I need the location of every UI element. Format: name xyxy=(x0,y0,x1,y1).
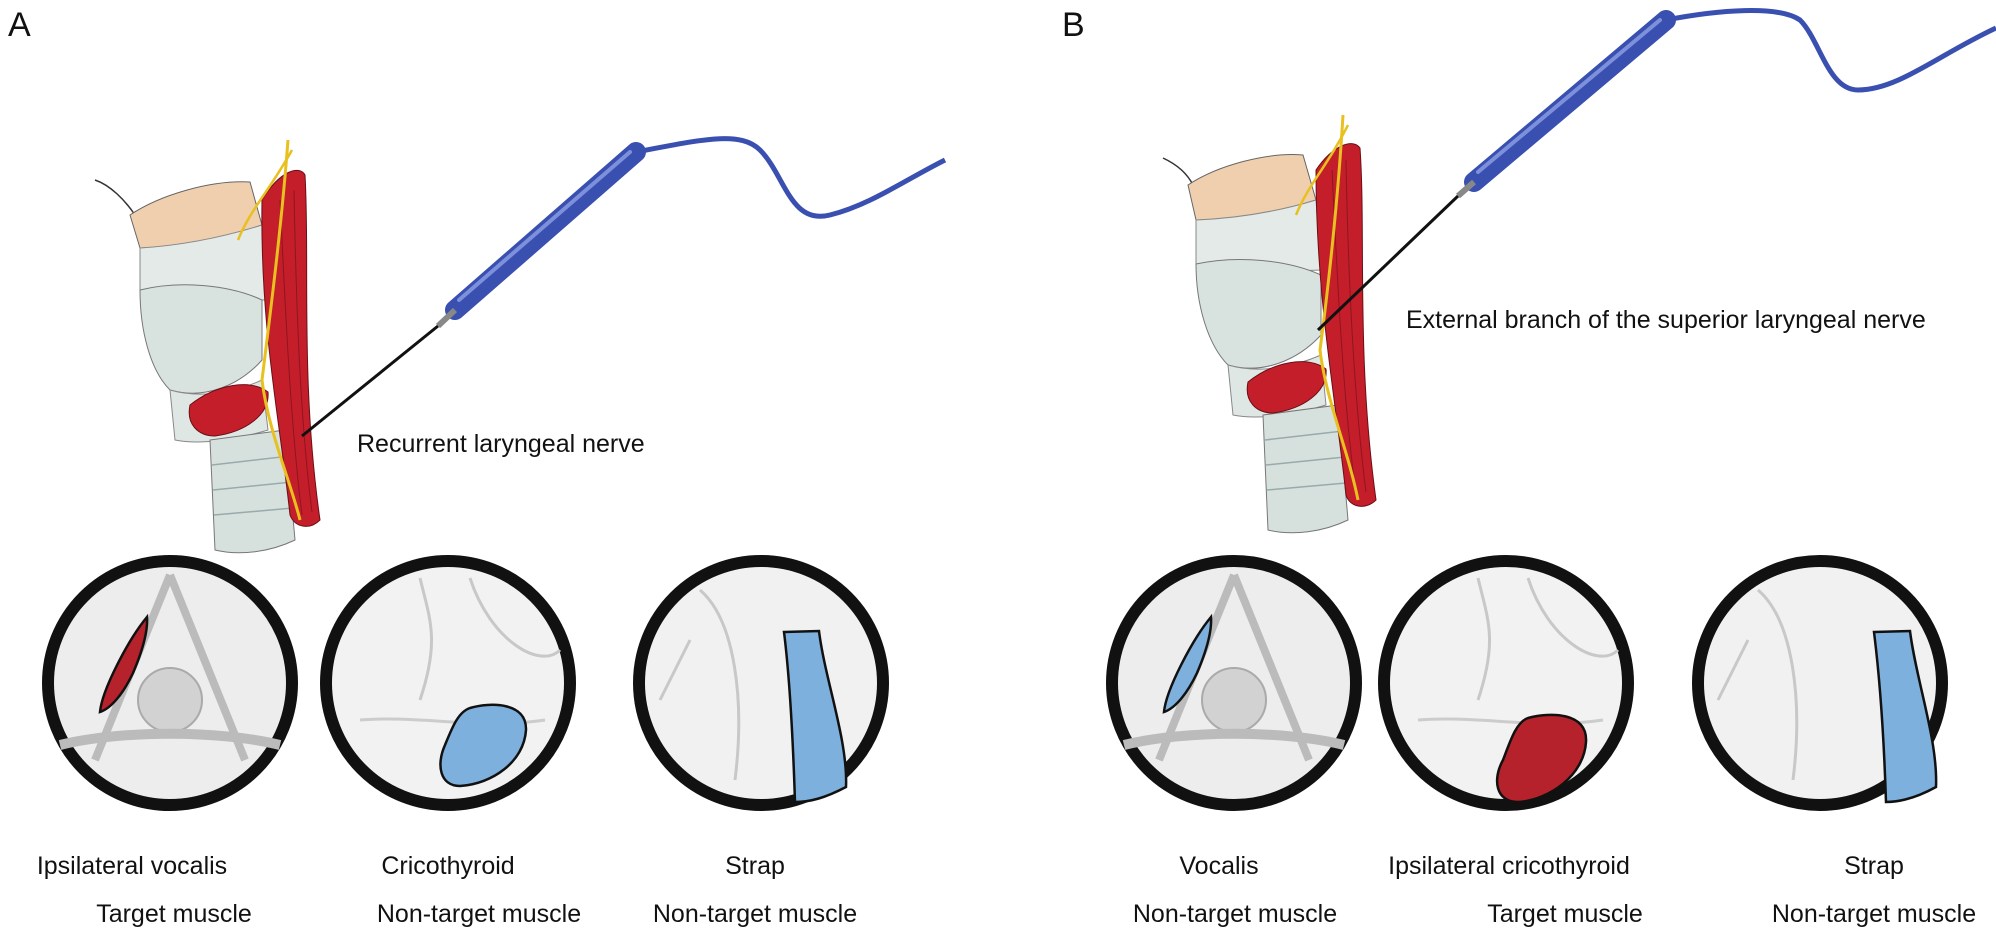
thyroid-cartilage xyxy=(1195,259,1322,369)
circle-label-name: Ipsilateral cricothyroid xyxy=(1388,852,1630,880)
strap-highlight xyxy=(1872,629,1938,804)
circle-label-role: Non-target muscle xyxy=(376,900,582,928)
vocalis-highlight xyxy=(98,613,149,714)
probe-cable xyxy=(635,136,947,219)
nerve-path xyxy=(260,139,302,521)
panel-letter-b: B xyxy=(1062,6,1085,44)
endoscopic-view-cricothyroid xyxy=(320,555,576,811)
endoscopic-view-vocalis xyxy=(1106,555,1362,811)
circle-label-role: Target muscle xyxy=(1487,900,1643,928)
circle-label-name: Cricothyroid xyxy=(381,852,515,880)
strap-highlight xyxy=(782,629,848,804)
circle-label-role: Target muscle xyxy=(96,900,252,928)
probe-handle xyxy=(1464,10,1676,192)
stimulation-probe xyxy=(1316,8,1996,332)
endoscopic-view-vocalis xyxy=(42,555,298,811)
probe-cable xyxy=(1665,8,1996,93)
cricothyroid-highlight xyxy=(1495,713,1588,804)
circle-label-role: Non-target muscle xyxy=(1771,900,1977,928)
larynx-illustration xyxy=(1162,114,1377,534)
cricothyroid-highlight xyxy=(439,703,528,788)
nerve-path xyxy=(1318,114,1360,501)
endoscopic-view-cricothyroid xyxy=(1378,555,1634,811)
probe-tip xyxy=(435,307,458,329)
endoscopic-view-strap xyxy=(1692,555,1948,811)
circle-label-name: Strap xyxy=(1844,852,1904,880)
probe-needle xyxy=(1316,194,1460,332)
cricothyroid-muscle xyxy=(188,384,269,437)
strap-muscle xyxy=(1315,143,1377,507)
trachea xyxy=(1262,404,1349,534)
circle-label-role: Non-target muscle xyxy=(1132,900,1338,928)
stimulation-probe xyxy=(301,136,947,438)
probe-tip xyxy=(1456,179,1476,199)
probe-needle xyxy=(301,324,439,438)
panel-a: A Recurrent laryngeal nerve Ipsilateral … xyxy=(8,6,947,928)
larynx-illustration xyxy=(94,139,321,554)
nerve-label-external-branch: External branch of the superior laryngea… xyxy=(1406,306,1926,334)
circle-label-name: Strap xyxy=(725,852,785,880)
thyroid-cartilage xyxy=(139,284,263,394)
nerve-label-recurrent: Recurrent laryngeal nerve xyxy=(357,430,645,458)
cricothyroid-muscle xyxy=(1246,361,1327,414)
vocalis-highlight xyxy=(1162,613,1213,714)
circle-label-role: Non-target muscle xyxy=(652,900,858,928)
panel-letter-a: A xyxy=(8,6,31,44)
circle-label-name: Ipsilateral vocalis xyxy=(36,852,228,880)
endoscopic-view-strap xyxy=(633,555,889,811)
probe-handle xyxy=(445,142,646,320)
panel-b: B External branch of the superior laryng… xyxy=(998,0,1996,936)
trachea xyxy=(209,429,296,554)
panel-b-artwork xyxy=(1106,8,1996,811)
circle-label-name: Vocalis xyxy=(1179,852,1259,880)
panel-a-artwork xyxy=(42,136,947,811)
